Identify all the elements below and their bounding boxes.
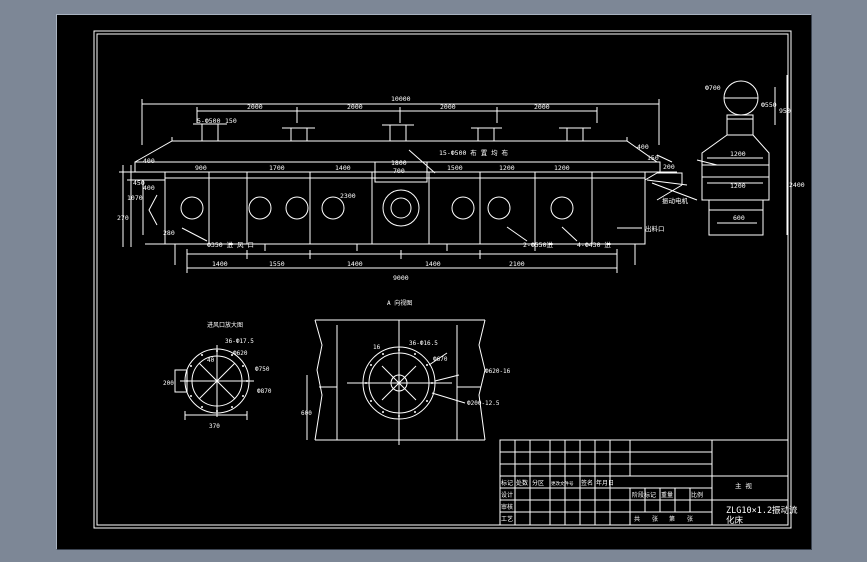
detail-left-holes (186, 350, 248, 412)
note-inlet-2: 2-Ф550进 (523, 241, 553, 249)
dim-left-5: 280 (163, 229, 175, 237)
detail-left-dim-370: 370 (209, 423, 220, 430)
dim-mid-4: 1800 (391, 159, 407, 167)
detail-right (306, 319, 486, 445)
tb-row-mid-5: 年月日 (596, 479, 614, 487)
tb-row-mid-2: 分区 (532, 479, 544, 487)
side-dim-550: Ф550 (761, 101, 777, 109)
detail-right-dim-600: 600 (301, 410, 312, 417)
tb-row-mid-4: 签名 (581, 479, 593, 487)
detail-left-holes-label: 36-Ф17.5 (225, 338, 254, 345)
drawing-canvas: 2000 2000 2000 2000 10000 5-Ф500 150 900… (93, 30, 805, 529)
detail-right-caption: A 向视图 (387, 299, 412, 307)
dim-overall: 10000 (391, 95, 411, 103)
tb-row-label-3: 审核 (501, 503, 513, 511)
dim-mid-5: 1500 (447, 164, 463, 172)
title-block-labels: 主 视 ZLG10×1.2振动流 化床 标记 设计 审核 工艺 处数 分区 更改… (501, 479, 798, 526)
tb-sheet-4: 张 (687, 515, 693, 523)
dim-top-4: 2000 (534, 103, 550, 111)
note-vibration: 振动电机 (662, 196, 689, 205)
side-view-labels: Ф700 Ф550 950 1200 1200 2400 600 (705, 84, 805, 222)
dim-left-1: 400 (143, 157, 155, 165)
detail-right-dim-670: Ф670 (433, 356, 448, 363)
detail-right-labels: A 向视图 16 36-Ф16.5 Ф670 Ф620-16 Ф200-12.5… (301, 299, 511, 417)
dim-outlet: 5-Ф500 (197, 117, 221, 125)
note-inlet-3: 4-Ф430 进 (577, 241, 611, 249)
detail-left-labels: 进风口放大图 36-Ф17.5 200 40 Ф620 Ф750 Ф870 37… (163, 321, 272, 430)
dim-top-3: 2000 (440, 103, 456, 111)
tb-sheet-3: 第 (669, 515, 675, 523)
dim-top-1: 2000 (247, 103, 263, 111)
tb-row-label-4: 工艺 (501, 515, 513, 523)
tb-scale-label: 比例 (691, 491, 703, 499)
dim-top-2: 2000 (347, 103, 363, 111)
dim-150: 150 (225, 117, 237, 125)
dim-left-6: 1070 (127, 194, 143, 202)
tb-title-line1: ZLG10×1.2振动流 (726, 505, 798, 516)
tb-part-name: 主 视 (735, 481, 752, 490)
detail-left-caption: 进风口放大图 (207, 321, 243, 329)
front-view (119, 99, 698, 273)
detail-left-dim-750: Ф750 (255, 366, 270, 373)
dim-mid-2: 1700 (269, 164, 285, 172)
detail-right-holes (365, 349, 433, 417)
tb-row-mid-1: 处数 (516, 479, 528, 487)
dim-left-4: 270 (117, 214, 129, 222)
dim-bottom-4: 1400 (425, 260, 441, 268)
detail-left-dim-870: Ф870 (257, 388, 272, 395)
note-inlet-1: Ф350 进 风 口 (207, 241, 254, 249)
side-dim-600: 600 (733, 214, 745, 222)
tb-row-label-2: 设计 (501, 491, 513, 499)
detail-right-holes-label: 36-Ф16.5 (409, 340, 438, 347)
outer-frame (93, 30, 792, 529)
tb-sheet-2: 张 (652, 515, 658, 523)
side-dim-1200a: 1200 (730, 150, 746, 158)
dim-400r: 400 (637, 143, 649, 151)
dim-mid-3: 1400 (335, 164, 351, 172)
tb-row-label-1: 标记 (501, 479, 513, 487)
dim-holes: 15-Ф500 布 置 均 布 (439, 148, 509, 157)
title-block (499, 439, 789, 526)
dim-700: 700 (393, 167, 405, 175)
detail-left-dim-40: 40 (207, 357, 215, 364)
dim-bottom-5: 2100 (509, 260, 525, 268)
cad-viewport[interactable]: 2000 2000 2000 2000 10000 5-Ф500 150 900… (56, 14, 812, 550)
dim-200: 200 (663, 163, 675, 171)
dim-bottom-1: 1400 (212, 260, 228, 268)
side-dim-700: Ф700 (705, 84, 721, 92)
detail-right-dim-200: Ф200-12.5 (467, 400, 500, 407)
dim-left-3: 450 (133, 179, 145, 187)
note-outlet: 出料口 (645, 224, 665, 233)
dim-2300: 2300 (340, 192, 356, 200)
tb-row-mid-3: 更改文件号 (551, 480, 574, 487)
detail-right-dim-620: Ф620-16 (485, 368, 511, 375)
dim-bottom-2: 1550 (269, 260, 285, 268)
side-dim-2400: 2400 (789, 181, 805, 189)
dim-mid-7: 1200 (554, 164, 570, 172)
detail-left-dim-200: 200 (163, 380, 174, 387)
side-view (696, 75, 788, 236)
dim-total-bottom: 9000 (393, 274, 409, 282)
tb-weight-label: 重量 (661, 491, 673, 499)
side-dim-1200b: 1200 (730, 182, 746, 190)
detail-left (174, 345, 254, 420)
dim-mid-6: 1200 (499, 164, 515, 172)
side-dim-950: 950 (779, 107, 791, 115)
dim-bottom-3: 1400 (347, 260, 363, 268)
dim-left-2: 400 (143, 184, 155, 192)
detail-right-dim-16: 16 (373, 344, 381, 351)
tb-title-line2: 化床 (726, 515, 744, 526)
tb-stage-label: 阶段标记 (632, 491, 656, 499)
dim-mid-1: 900 (195, 164, 207, 172)
dim-150b: 150 (647, 154, 659, 162)
front-view-labels: 2000 2000 2000 2000 10000 5-Ф500 150 900… (117, 95, 689, 282)
tb-sheet-1: 共 (634, 515, 640, 523)
detail-left-dim-620: Ф620 (233, 350, 248, 357)
inner-frame (96, 33, 789, 526)
